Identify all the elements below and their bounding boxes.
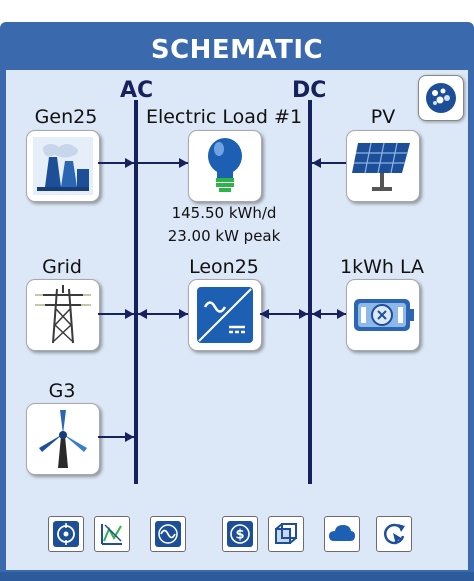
target-icon bbox=[57, 523, 75, 545]
blue-dots-icon bbox=[426, 83, 456, 113]
arrow-right-icon bbox=[179, 158, 188, 168]
sine-wave-icon bbox=[158, 524, 178, 544]
pv-dc-wire bbox=[312, 162, 346, 164]
svg-text:$: $ bbox=[235, 528, 244, 543]
light-bulb-icon bbox=[208, 138, 242, 192]
arrow-left-icon bbox=[312, 309, 321, 319]
arrow-right-icon bbox=[337, 309, 346, 319]
load-peak-text: 23.00 kW peak bbox=[167, 227, 281, 245]
solar-panel-icon bbox=[352, 142, 410, 191]
gen25-label: Gen25 bbox=[34, 106, 98, 128]
ac-bus-label: AC bbox=[120, 78, 154, 103]
electric-load-label: Electric Load #1 bbox=[145, 106, 303, 128]
battery-label: 1kWh LA bbox=[340, 256, 424, 278]
dollar-icon: $ bbox=[230, 524, 250, 544]
dc-bus-label: DC bbox=[292, 78, 327, 103]
grid-component[interactable] bbox=[26, 279, 100, 351]
ac-load-wire bbox=[138, 162, 188, 164]
schematic-title: SCHEMATIC bbox=[150, 35, 324, 65]
arrow-right-icon bbox=[125, 309, 134, 319]
toolbar-target-bg bbox=[53, 521, 79, 547]
converter-icon bbox=[197, 287, 253, 343]
arrow-right-icon bbox=[299, 309, 308, 319]
window-bottom-edge bbox=[0, 572, 474, 581]
wind-ac-wire bbox=[98, 436, 134, 438]
wind-label: G3 bbox=[48, 380, 76, 402]
load-energy-text: 145.50 kWh/d bbox=[171, 204, 277, 222]
wind-turbine-component[interactable] bbox=[26, 403, 100, 475]
gen25-ac-wire bbox=[98, 162, 134, 164]
refresh-icon bbox=[383, 523, 405, 545]
toolbar-sine-button[interactable] bbox=[150, 516, 186, 552]
arrow-right-icon bbox=[179, 309, 188, 319]
ac-bus-line bbox=[134, 100, 138, 484]
dc-battery-wire bbox=[312, 313, 346, 315]
cloud-icon bbox=[329, 525, 355, 541]
arrow-left-icon bbox=[312, 158, 321, 168]
toolbar-refresh-button[interactable] bbox=[376, 516, 412, 552]
power-tower-icon bbox=[35, 285, 91, 344]
wind-turbine-icon bbox=[39, 410, 87, 468]
toolbar-target-button[interactable] bbox=[48, 516, 84, 552]
arrow-right-icon bbox=[125, 158, 134, 168]
arrow-left-icon bbox=[260, 309, 269, 319]
ac-converter-wire bbox=[138, 313, 188, 315]
converter-component[interactable] bbox=[188, 279, 262, 351]
toolbar-cube-button[interactable] bbox=[268, 516, 304, 552]
chart-icon bbox=[101, 524, 122, 545]
toolbar-cloud-button[interactable] bbox=[324, 516, 360, 552]
pv-label: PV bbox=[370, 106, 396, 128]
converter-dc-wire bbox=[260, 313, 308, 315]
cube-icon bbox=[275, 523, 297, 544]
arrow-right-icon bbox=[125, 432, 134, 442]
toolbar-chart-button[interactable] bbox=[94, 516, 130, 552]
grid-ac-wire bbox=[98, 313, 134, 315]
toolbar-economics-button[interactable]: $ bbox=[222, 516, 258, 552]
electric-load-component[interactable] bbox=[188, 130, 262, 202]
gen25-component[interactable] bbox=[26, 130, 100, 202]
arrow-left-icon bbox=[138, 309, 147, 319]
toolbar-economics-bg: $ bbox=[227, 521, 253, 547]
battery-component[interactable] bbox=[346, 279, 420, 351]
converter-label: Leon25 bbox=[189, 256, 259, 278]
grid-label: Grid bbox=[42, 256, 82, 278]
pv-component[interactable] bbox=[346, 130, 420, 202]
generator-plant-icon bbox=[33, 137, 93, 195]
toolbar-sine-bg bbox=[155, 521, 181, 547]
battery-icon bbox=[354, 299, 414, 331]
settings-button[interactable] bbox=[418, 75, 464, 121]
dc-bus-line bbox=[308, 100, 312, 484]
